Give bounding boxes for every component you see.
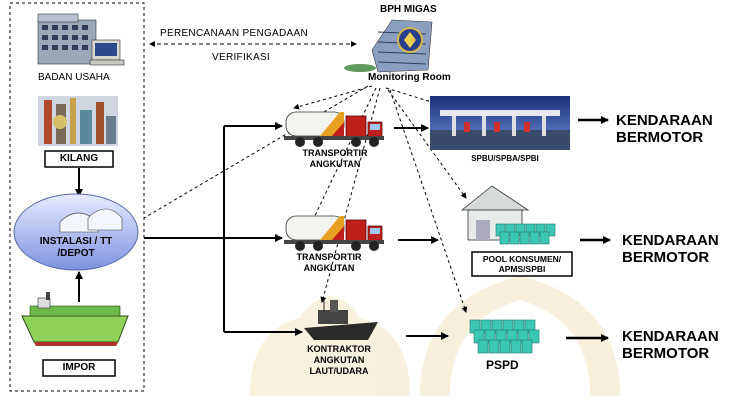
business-entity-label: BADAN USAHA: [38, 72, 110, 83]
ship-label-2: ANGKUTAN: [313, 355, 365, 365]
pool-label-2: APMS/SPBI: [498, 264, 546, 274]
refinery-label: KILANG: [59, 153, 99, 164]
vehicle-label-3a: KENDARAAN: [622, 328, 719, 345]
refinery-icon: [38, 96, 118, 146]
fuel-drums-icon: [469, 319, 540, 354]
gas-station-icon: [430, 96, 570, 150]
spbu-label: SPBU/SPBA/SPBI: [471, 154, 539, 163]
building-icon: [37, 13, 125, 66]
planning-label: PERENCANAAN PENGADAAN: [160, 28, 308, 39]
truck2-label-1: TRANSPORTIR: [296, 252, 362, 262]
truck2-label-2: ANGKUTAN: [303, 263, 355, 273]
cargo-ship-icon: [304, 300, 378, 340]
pool-label-1: POOL KONSUMEN/: [482, 254, 562, 264]
bph-building-icon: [344, 19, 433, 73]
pool-warehouse-icon: [460, 185, 556, 245]
vehicle-label-1a: KENDARAAN: [616, 112, 713, 129]
vehicle-label-2a: KENDARAAN: [622, 232, 719, 249]
fuel-truck-icon: [284, 215, 384, 251]
pspd-label: PSPD: [486, 358, 519, 372]
depot-label: INSTALASI / TT /DEPOT: [39, 236, 113, 259]
source-panel: [9, 2, 145, 392]
verification-label: VERIFIKASI: [212, 52, 271, 63]
bph-label: BPH MIGAS: [380, 4, 437, 15]
vehicle-label-1b: BERMOTOR: [616, 129, 704, 146]
truck1-label-2: ANGKUTAN: [309, 159, 361, 169]
vehicle-label-3b: BERMOTOR: [622, 345, 710, 362]
truck1-label-1: TRANSPORTIR: [302, 148, 368, 158]
depot-icon: [13, 193, 139, 271]
ship-label-3: LAUT/UDARA: [309, 366, 369, 376]
vehicle-label-2b: BERMOTOR: [622, 249, 710, 266]
import-label: IMPOR: [62, 362, 96, 373]
tanker-ship-icon: [21, 292, 129, 346]
ship-label-1: KONTRAKTOR: [307, 344, 371, 354]
fuel-truck-icon: [284, 111, 384, 147]
monitoring-room-label: Monitoring Room: [368, 72, 451, 83]
